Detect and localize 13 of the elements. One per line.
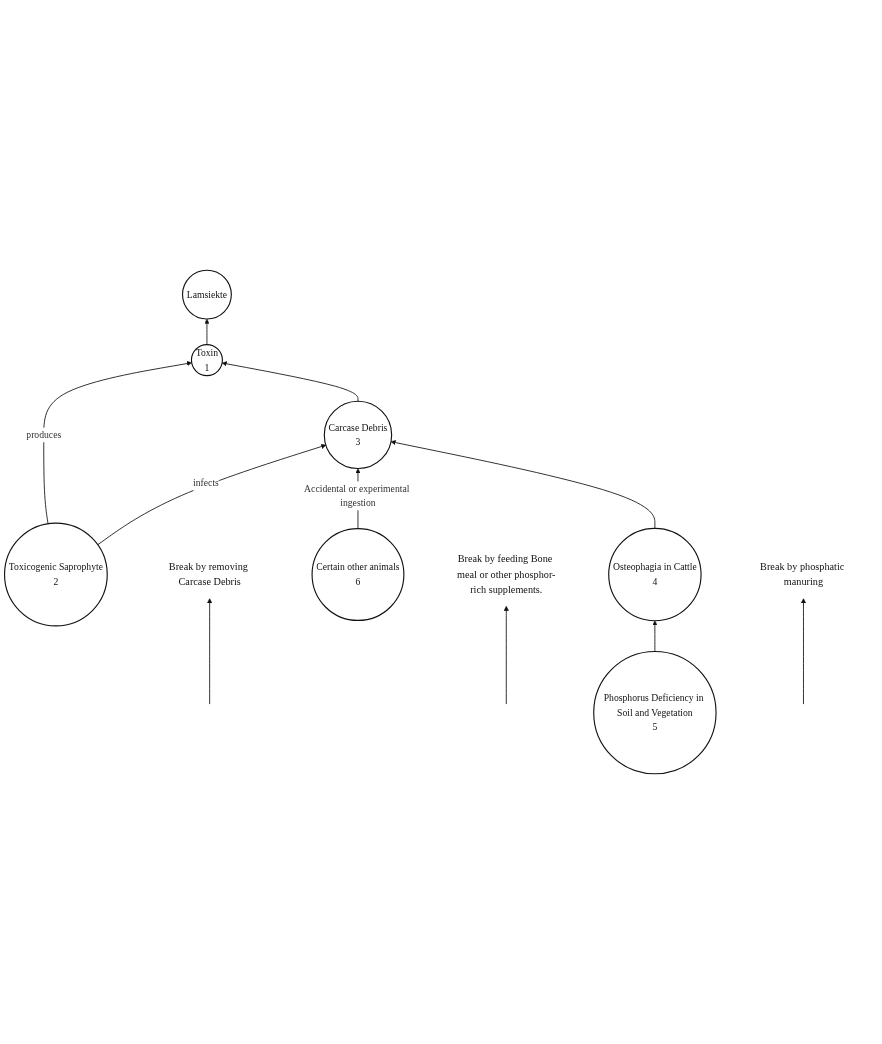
node-circle: Lamsiekte xyxy=(181,269,232,320)
node-circle: Toxin 1 xyxy=(190,344,223,377)
node-circle: Carcase Debris 3 xyxy=(323,400,393,470)
edge-label: produces xyxy=(26,429,62,441)
edge-label: Accidental or experimental ingestion xyxy=(304,483,410,509)
node-circle: Toxicogenic Saprophyte 2 xyxy=(4,522,108,627)
edge-label: infects xyxy=(193,477,219,489)
node-circle: Phosphorus Deficiency in Soil and Vegetation 5 xyxy=(593,650,717,775)
node-circle: Osteophagia in Cattle 4 xyxy=(608,527,702,622)
node-text: Break by removing Carcase Debris xyxy=(168,560,248,588)
node-circle: Certain other animals 6 xyxy=(311,528,405,621)
node-text: Break by feeding Bone meal or other phosphor-rich supplements. xyxy=(457,553,556,596)
node-text: Break by phosphatic manuring xyxy=(760,560,845,588)
